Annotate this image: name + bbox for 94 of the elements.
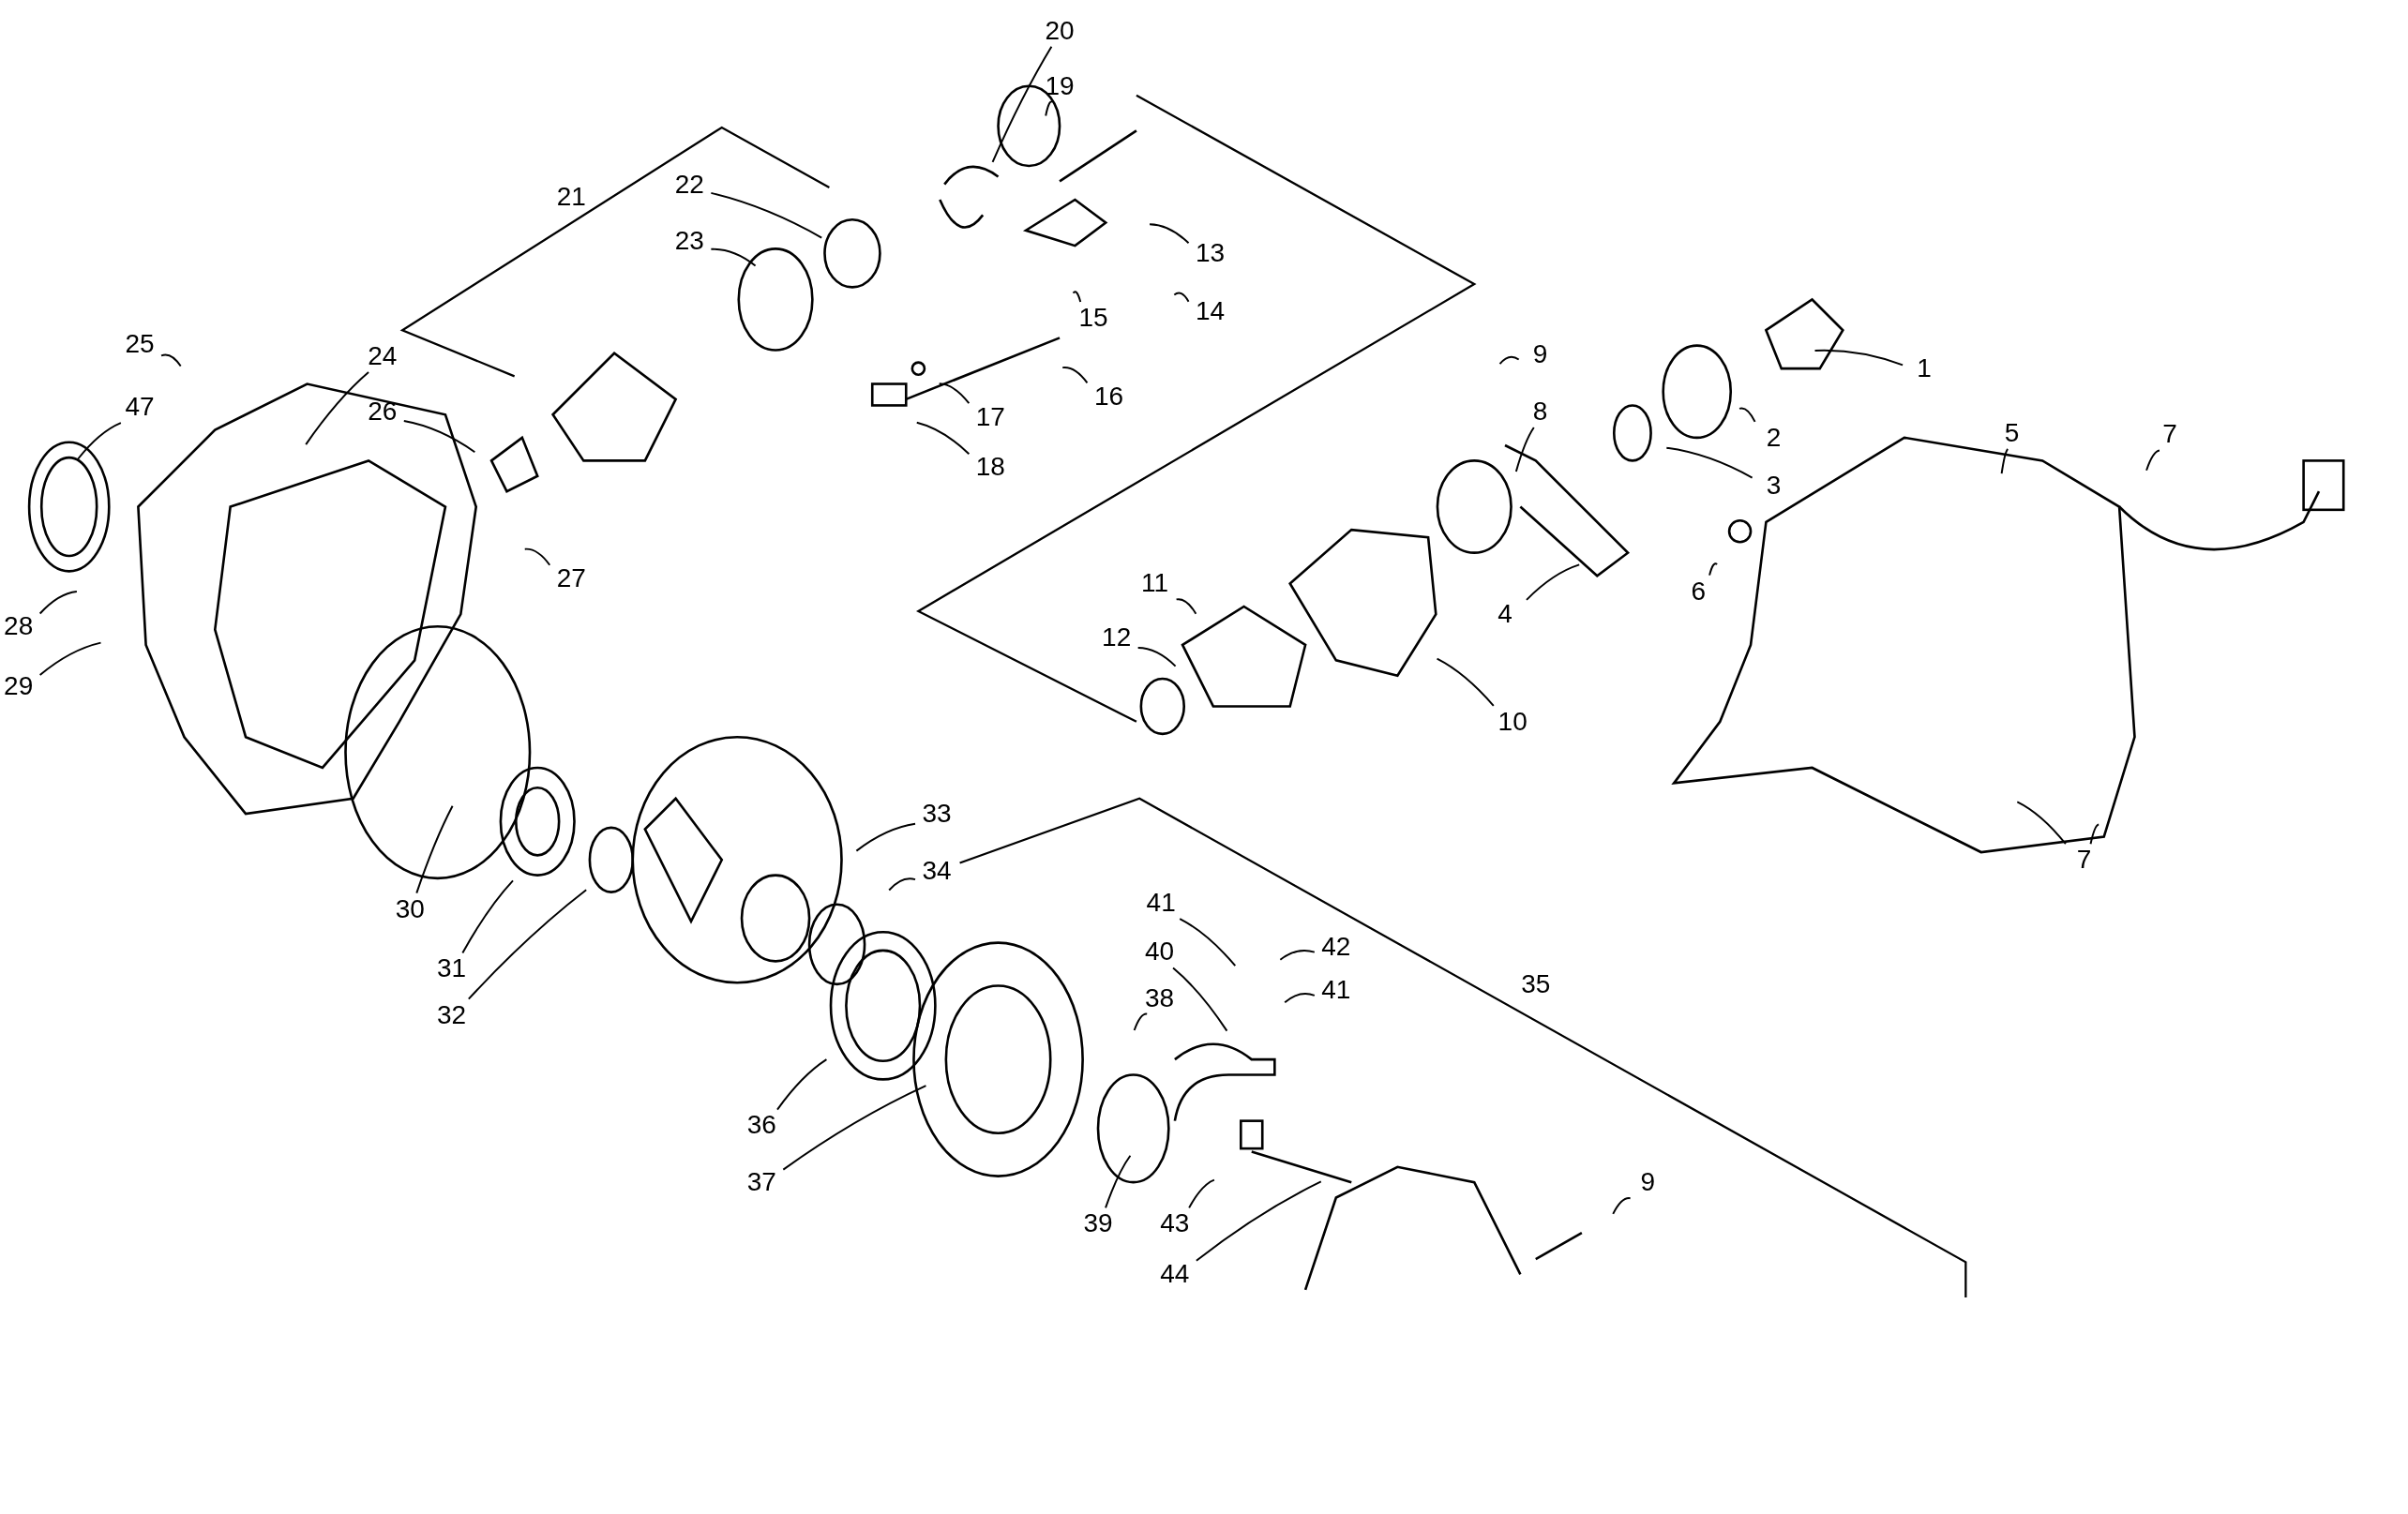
callout-number: 25 xyxy=(118,327,162,360)
leader-line xyxy=(1498,355,1520,366)
leader-line xyxy=(1061,367,1089,384)
callout-number: 24 xyxy=(360,339,404,372)
callout-number: 12 xyxy=(1094,621,1138,653)
callout-number: 28 xyxy=(0,610,40,643)
leader-line xyxy=(402,420,476,454)
leader-line xyxy=(467,889,588,1000)
callout-number: 39 xyxy=(1076,1207,1120,1240)
callout-number: 11 xyxy=(1133,567,1177,600)
callout-number: 30 xyxy=(388,892,432,925)
callout-number: 22 xyxy=(668,168,712,201)
callout-number: 47 xyxy=(118,391,162,423)
leader-line xyxy=(305,371,370,446)
callout-number: 41 xyxy=(1139,887,1183,919)
callout-number: 32 xyxy=(429,998,474,1031)
leader-line xyxy=(160,353,182,367)
leader-line xyxy=(855,822,916,852)
leader-line xyxy=(1526,563,1581,601)
leader-line xyxy=(523,547,551,566)
leader-line xyxy=(77,422,122,460)
callout-number: 4 xyxy=(1483,598,1527,631)
leader-line xyxy=(915,421,971,456)
leader-line xyxy=(1279,949,1316,961)
callout-number: 36 xyxy=(740,1109,784,1142)
callout-number: 9 xyxy=(1518,338,1562,371)
leader-line xyxy=(1514,427,1535,472)
callout-number: 2 xyxy=(1752,421,1796,454)
leader-line xyxy=(1105,1154,1132,1209)
leader-line xyxy=(1708,562,1719,577)
leader-line xyxy=(782,1085,927,1171)
callout-number: 7 xyxy=(2148,418,2192,451)
leader-line xyxy=(991,45,1053,163)
leader-line xyxy=(1172,967,1228,1032)
leader-line xyxy=(461,879,514,954)
leader-line xyxy=(2016,801,2067,846)
callout-number: 43 xyxy=(1152,1207,1196,1240)
callout-number: 42 xyxy=(1314,931,1358,964)
leader-line xyxy=(1814,349,1904,367)
callout-number: 16 xyxy=(1087,380,1131,412)
callout-number: 26 xyxy=(360,395,404,427)
leader-line xyxy=(1136,647,1177,667)
leader-line xyxy=(1738,407,1756,423)
leader-line xyxy=(1173,292,1190,303)
callout-number: 40 xyxy=(1137,936,1181,968)
callout-number: 8 xyxy=(1518,395,1562,427)
callout-number: 44 xyxy=(1152,1258,1196,1291)
callout-number: 9 xyxy=(1626,1166,1670,1199)
leader-line xyxy=(710,191,823,239)
leader-line xyxy=(2000,447,2009,475)
leader-line xyxy=(1175,598,1197,615)
callout-number: 19 xyxy=(1038,69,1082,102)
leader-line xyxy=(938,382,971,405)
callout-number: 37 xyxy=(740,1166,784,1199)
callout-number: 10 xyxy=(1491,705,1535,738)
leader-line xyxy=(1436,657,1495,707)
leader-line xyxy=(38,641,102,676)
callout-number: 33 xyxy=(915,798,958,830)
callout-number: 31 xyxy=(429,952,474,985)
leader-line xyxy=(2089,823,2100,846)
callout-number: 3 xyxy=(1752,469,1796,502)
callout-number: 15 xyxy=(1072,302,1116,334)
leader-line xyxy=(1195,1180,1322,1262)
leader-line xyxy=(1612,1197,1632,1215)
callout-number: 18 xyxy=(969,450,1013,483)
leader-line xyxy=(1179,918,1237,967)
callout-number: 13 xyxy=(1188,237,1232,270)
leader-line xyxy=(1045,100,1054,117)
leader-line xyxy=(38,590,78,615)
leader-line xyxy=(1133,1012,1149,1031)
callout-number: 23 xyxy=(668,225,712,258)
callout-number: 27 xyxy=(549,562,594,595)
leader-line xyxy=(776,1058,828,1111)
callout-number: 34 xyxy=(915,854,958,887)
callout-number: 17 xyxy=(969,401,1013,434)
callout-number: 14 xyxy=(1188,295,1232,328)
leader-line xyxy=(710,247,757,267)
leader-line xyxy=(1149,223,1190,245)
leader-line xyxy=(888,877,916,892)
callout-number: 1 xyxy=(1903,352,1947,385)
callout-number: 29 xyxy=(0,670,40,703)
leader-line xyxy=(1188,1178,1215,1209)
callout-number: 38 xyxy=(1137,982,1181,1014)
leader-line xyxy=(1284,992,1316,1004)
callout-number: 5 xyxy=(1990,416,2034,449)
callout-number: 6 xyxy=(1677,575,1721,607)
callout-number: 41 xyxy=(1314,974,1358,1007)
callout-number: 35 xyxy=(1520,967,1552,1000)
callout-number: 20 xyxy=(1038,14,1082,47)
leader-line xyxy=(2145,449,2160,472)
leader-line xyxy=(1665,446,1753,479)
leader-line xyxy=(1072,291,1082,304)
callout-number: 7 xyxy=(2062,844,2106,877)
callout-number: 21 xyxy=(555,180,587,213)
